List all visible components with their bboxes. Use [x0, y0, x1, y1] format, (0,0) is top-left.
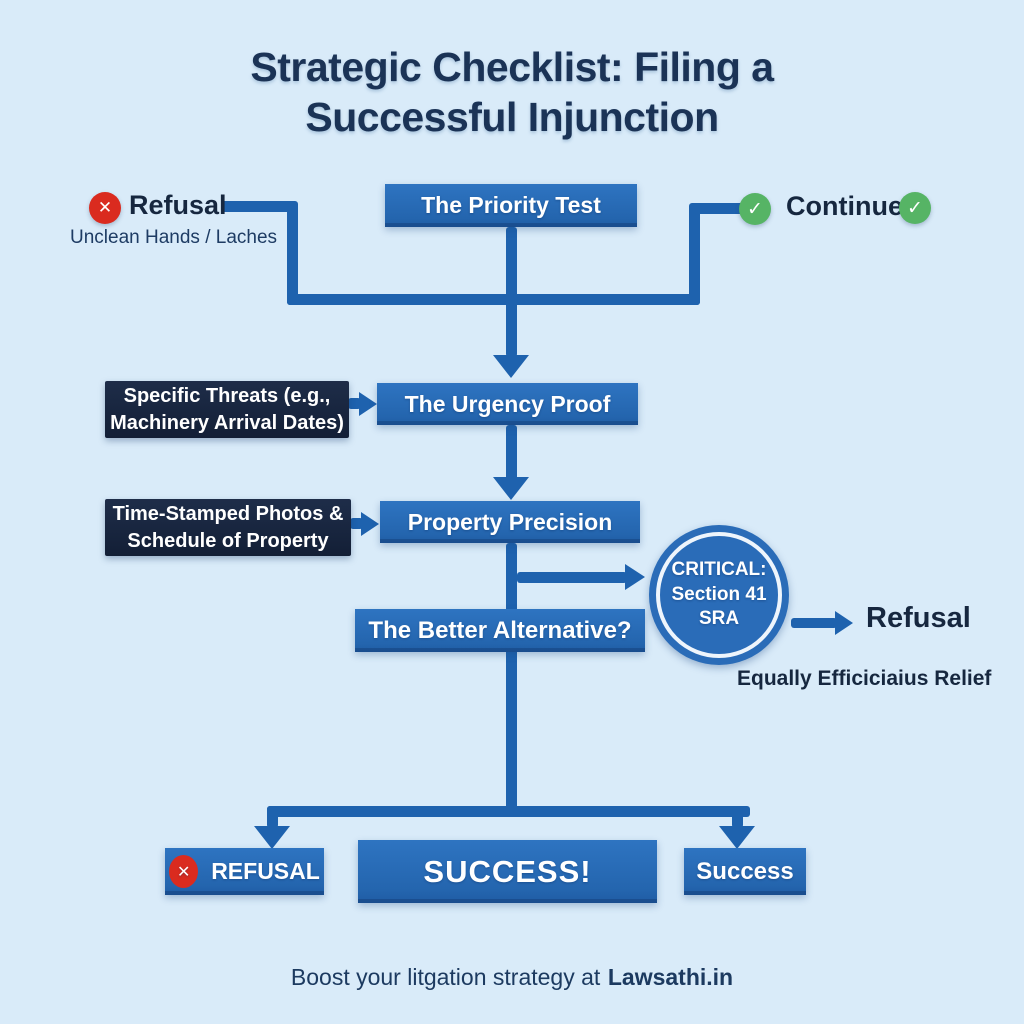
connector-merge-horizontal — [287, 294, 700, 305]
x-circle-icon: ✕ — [89, 192, 121, 224]
success-right-box: Success — [684, 848, 806, 895]
unclean-hands-note: Unclean Hands / Laches — [70, 227, 278, 248]
check-glyph: ✓ — [907, 197, 923, 219]
connector-refusal-horizontal — [221, 201, 295, 212]
specific-threats-line2: Machinery Arrival Dates) — [110, 411, 344, 434]
x-circle-icon-bottom: ✕ — [169, 855, 199, 888]
connector-urgency-to-property — [506, 425, 517, 480]
connector-bottom-left-drop — [267, 806, 278, 828]
urgency-proof-box: The Urgency Proof — [377, 383, 638, 425]
critical-refusal-label: Refusal — [866, 602, 971, 634]
page-title-line1: Strategic Checklist: Filing a — [250, 44, 774, 90]
priority-test-label: The Priority Test — [421, 192, 601, 218]
arrowhead-down-refusal-bottom — [254, 826, 290, 849]
property-precision-box: Property Precision — [380, 501, 640, 543]
success-main-label: SUCCESS! — [423, 853, 592, 889]
x-glyph: ✕ — [176, 863, 191, 881]
arrowhead-down-urgency — [493, 355, 529, 378]
connector-continue-vertical — [689, 203, 700, 305]
arrowhead-right-refusal-outcome — [835, 611, 853, 635]
footer-brand: Lawsathi.in — [607, 964, 734, 990]
page-title-line2: Successful Injunction — [305, 94, 719, 141]
success-right-label: Success — [696, 857, 794, 885]
critical-line1: CRITICAL: — [671, 558, 767, 580]
critical-line3: SRA — [698, 608, 740, 630]
priority-test-box: The Priority Test — [385, 184, 637, 227]
connector-bottom-horizontal — [267, 806, 750, 817]
arrowhead-down-success-right — [719, 826, 755, 849]
connector-continue-horizontal — [694, 203, 746, 214]
arrowhead-right-property — [361, 512, 379, 536]
urgency-proof-label: The Urgency Proof — [404, 390, 611, 417]
check-glyph: ✓ — [747, 198, 763, 220]
refusal-top-label: Refusal — [129, 190, 227, 220]
equally-efficacious-note: Equally Efficiciaius Relief — [737, 667, 992, 690]
x-glyph: ✕ — [97, 198, 113, 217]
specific-threats-box: Specific Threats (e.g., Machinery Arriva… — [105, 381, 349, 438]
better-alternative-label: The Better Alternative? — [368, 616, 632, 644]
connector-threats-arrow-tail — [348, 398, 361, 409]
time-stamped-box: Time-Stamped Photos & Schedule of Proper… — [105, 499, 351, 556]
specific-threats-line1: Specific Threats (e.g., — [123, 385, 331, 408]
critical-section41-circle: CRITICAL: Section 41 SRA — [649, 525, 789, 665]
connector-refusal-vertical — [287, 201, 298, 305]
check-circle-icon-left: ✓ — [739, 193, 771, 225]
property-precision-label: Property Precision — [407, 508, 613, 535]
better-alternative-box: The Better Alternative? — [355, 609, 645, 652]
check-circle-icon-right: ✓ — [899, 192, 931, 224]
time-stamped-line2: Schedule of Property — [127, 529, 329, 552]
connector-priority-to-urgency — [506, 227, 517, 357]
refusal-bottom-box: ✕ REFUSAL — [165, 848, 324, 895]
success-main-box: SUCCESS! — [358, 840, 657, 903]
connector-bottom-right-drop — [732, 806, 743, 828]
arrowhead-right-urgency — [359, 392, 377, 416]
continue-label: Continue — [786, 191, 903, 221]
refusal-bottom-label: REFUSAL — [211, 858, 320, 884]
connector-property-to-bottom — [506, 543, 517, 815]
arrowhead-right-critical — [625, 564, 645, 590]
connector-branch-to-critical — [517, 572, 627, 583]
time-stamped-line1: Time-Stamped Photos & — [112, 503, 344, 526]
critical-line2: Section 41 — [671, 583, 767, 605]
footer-text: Boost your litgation strategy at — [290, 964, 601, 990]
connector-critical-to-refusal — [791, 618, 837, 628]
page-title: Strategic Checklist: Filing a Successful… — [0, 42, 1024, 142]
arrowhead-down-property — [493, 477, 529, 500]
connector-photos-arrow-tail — [350, 518, 363, 529]
